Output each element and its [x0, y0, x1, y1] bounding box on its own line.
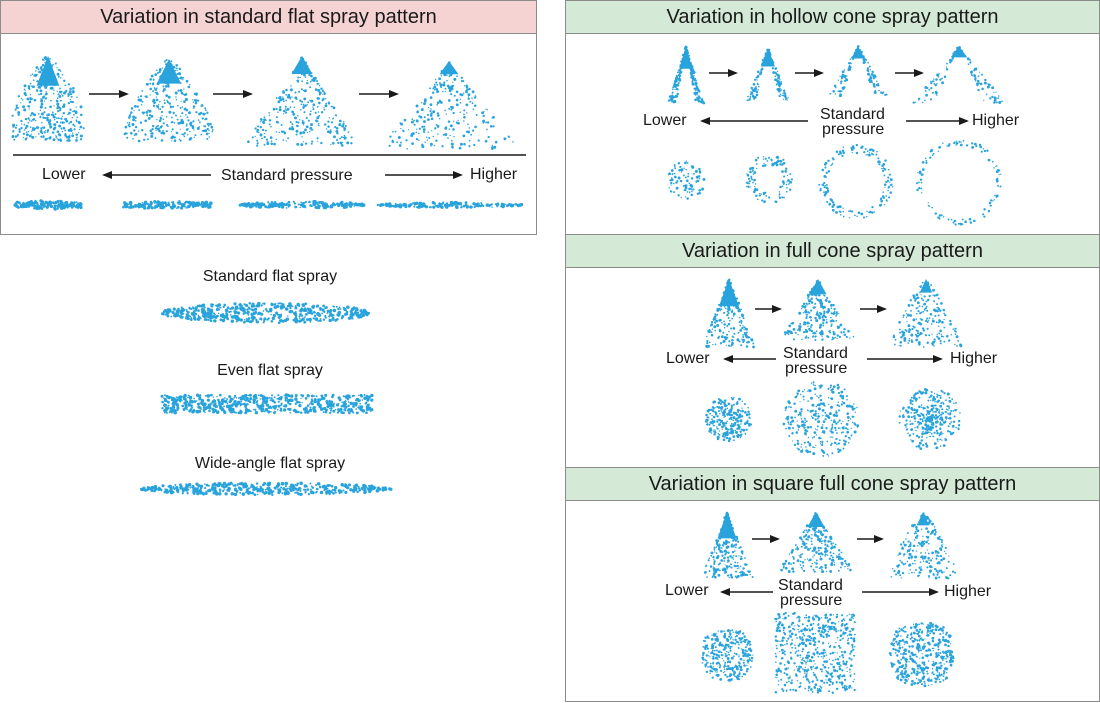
square-footprint-2: [774, 612, 856, 694]
square-higher-label: Higher: [944, 583, 991, 601]
square-cone-panel: Variation in square full cone spray patt…: [565, 467, 1100, 702]
hollow-arrow-3: [895, 69, 924, 77]
square-pressure-line2: pressure: [780, 593, 842, 608]
hollow-lower-arrow: [700, 117, 808, 125]
hollow-footprint-1: [668, 160, 706, 199]
square-pressure-line1: Standard: [778, 578, 843, 593]
hollow-arrow-2: [795, 69, 824, 77]
full-higher-label: Higher: [950, 350, 997, 368]
hollow-footprint-2: [746, 156, 793, 203]
full-lower-arrow: [723, 355, 776, 363]
hollow-higher-label: Higher: [972, 112, 1019, 130]
full-footprint-2: [783, 381, 860, 457]
even-flat-spray-shape: [161, 393, 374, 414]
hollow-footprint-3: [818, 144, 893, 219]
square-lower-arrow: [720, 588, 773, 596]
full-arrow-2: [860, 305, 887, 313]
square-side-spray-1: [704, 512, 754, 579]
full-side-spray-2: [784, 279, 854, 341]
hollow-lower-label: Lower: [643, 112, 687, 130]
full-lower-label: Lower: [666, 350, 710, 368]
full-side-spray-3: [893, 279, 963, 348]
square-footprint-1: [701, 629, 753, 682]
hollow-side-spray-1: [668, 45, 705, 104]
full-footprint-3: [898, 388, 960, 450]
square-side-spray-3: [891, 512, 957, 579]
hollow-cone-panel: Variation in hollow cone spray pattern L…: [565, 0, 1100, 235]
square-arrow-2: [857, 535, 884, 543]
square-arrow-1: [752, 535, 780, 543]
hollow-side-spray-2: [747, 48, 789, 101]
hollow-footprint-4: [916, 140, 1001, 226]
full-pressure-line2: pressure: [785, 361, 847, 376]
square-side-spray-2: [780, 512, 851, 573]
hollow-higher-arrow: [906, 117, 969, 125]
square-higher-arrow: [862, 588, 939, 596]
hollow-arrow-1: [709, 69, 738, 77]
full-footprint-1: [705, 397, 752, 442]
full-arrow-1: [755, 305, 782, 313]
full-cone-panel: Variation in full cone spray pattern Low…: [565, 234, 1100, 468]
full-higher-arrow: [867, 355, 943, 363]
hollow-pressure-line1: Standard: [820, 107, 885, 122]
square-footprint-3: [889, 622, 955, 687]
hollow-side-spray-4: [913, 46, 1003, 104]
standard-flat-spray-shape: [161, 302, 370, 324]
hollow-pressure-line2: pressure: [822, 122, 884, 137]
wide-angle-flat-spray-shape: [140, 482, 392, 497]
full-side-spray-1: [705, 279, 755, 349]
full-pressure-line1: Standard: [783, 346, 848, 361]
hollow-side-spray-3: [829, 45, 887, 97]
flat-types-shapes: [0, 0, 537, 702]
square-lower-label: Lower: [665, 582, 709, 600]
